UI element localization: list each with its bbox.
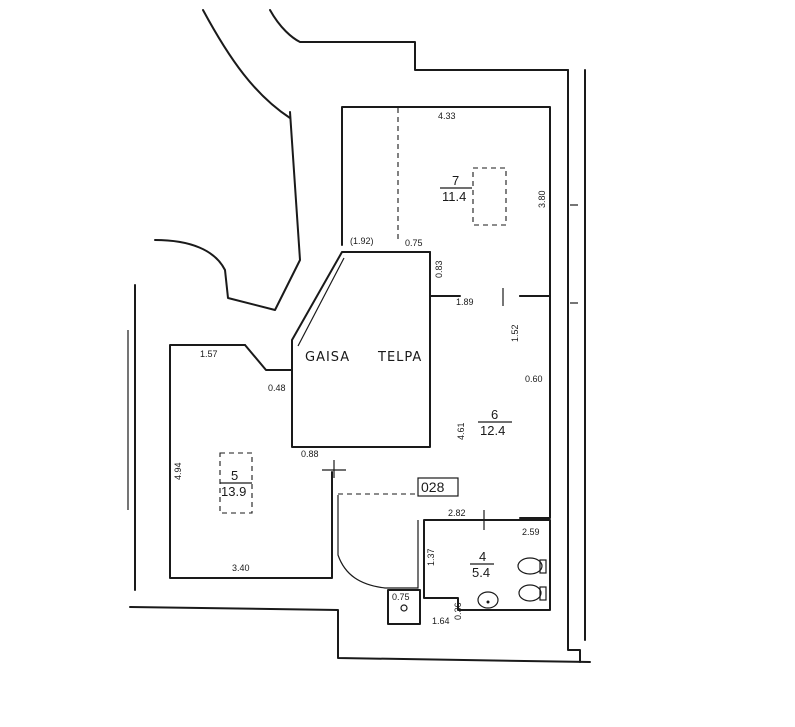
room-4-number: 4: [479, 549, 486, 564]
dim-r4-right: 2.59: [522, 527, 540, 537]
dim-r4-top: 2.82: [448, 508, 466, 518]
dim-closet-bottom: 1.64: [432, 616, 450, 626]
room-4-walls: [423, 519, 551, 611]
dim-r5-bottom: 3.40: [232, 563, 250, 573]
corridor-label-2: TELPA: [377, 350, 422, 365]
plan-id-box: [417, 477, 459, 497]
dim-door-gap: 0.88: [301, 449, 319, 459]
dim-r5-left: 4.94: [173, 462, 183, 480]
corridor-inner-left: [297, 257, 345, 347]
bidet-tank: [539, 586, 547, 601]
dim-closet-top: 0.75: [392, 592, 410, 602]
plan-id: 028: [421, 479, 445, 495]
bottom-site-line: [129, 606, 591, 663]
room-6-number: 6: [491, 407, 498, 422]
upper-curved-wall: [202, 9, 291, 119]
room-5-number: 5: [231, 468, 238, 483]
room-5-walls: [169, 344, 333, 579]
room-5-corner: [244, 344, 293, 371]
dim-r6-top: 1.89: [456, 297, 474, 307]
dim-r7-top: 4.33: [438, 111, 456, 121]
toilet-fixture: [517, 557, 543, 575]
room-6-area: 12.4: [480, 423, 505, 438]
closet-box: [387, 589, 421, 625]
bidet-fixture: [518, 584, 542, 602]
room-7-area: 11.4: [442, 189, 466, 204]
dim-r7-bottom-b: 0.83: [434, 260, 444, 278]
room-4-area: 5.4: [472, 565, 490, 580]
dim-r6-left: 4.61: [456, 422, 466, 440]
dim-r6-right: 0.60: [525, 374, 543, 384]
room-5-area: 13.9: [221, 484, 246, 499]
sink-fixture: [477, 591, 499, 609]
dim-closet-side: 0.36: [453, 602, 463, 620]
hall-door-swing: [337, 495, 419, 589]
dim-r7-left-bottom: (1.92): [350, 236, 374, 246]
sink-drain-icon: [486, 600, 490, 604]
dim-r5-corner: 0.48: [268, 383, 286, 393]
room-7-table: [472, 167, 507, 226]
dim-r5-top: 1.57: [200, 349, 218, 359]
dim-r7-bottom-a: 0.75: [405, 238, 423, 248]
corridor-label-1: GAISA: [305, 350, 350, 365]
closet-drain-icon: [400, 604, 408, 612]
right-outer-wall: [567, 69, 581, 663]
toilet-tank: [539, 559, 547, 574]
upper-left-boundary: [269, 9, 569, 71]
room-6-walls: [519, 295, 551, 519]
left-boundary: [154, 111, 301, 311]
room-7-number: 7: [452, 173, 459, 188]
dim-r6-upper: 1.52: [510, 324, 520, 342]
corridor-walls: [291, 251, 431, 448]
dim-r7-right: 3.80: [537, 190, 547, 208]
dim-r4-left: 1.37: [426, 548, 436, 566]
